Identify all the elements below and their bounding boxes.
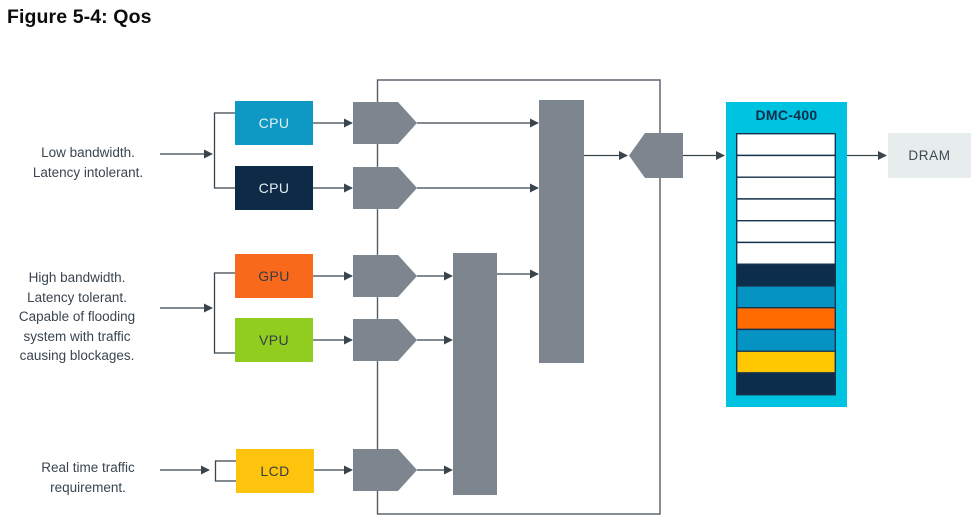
dmc-slot-blue bbox=[736, 328, 837, 352]
dmc-slot-orange bbox=[736, 307, 837, 331]
note-high-bandwidth: High bandwidth. Latency tolerant. Capabl… bbox=[18, 270, 136, 363]
dmc-slot-white bbox=[736, 198, 837, 222]
qos-arrow-gpu bbox=[353, 255, 417, 297]
qos-arrow-cpu-a bbox=[353, 102, 417, 144]
dmc-slot-navy bbox=[736, 372, 837, 396]
dmc-title: DMC-400 bbox=[755, 107, 818, 123]
dmc-slot-blue bbox=[736, 285, 837, 309]
block-lcd: LCD bbox=[236, 449, 314, 493]
dram-block: DRAM bbox=[888, 133, 971, 178]
note-real-time: Real time traffic requirement. bbox=[41, 460, 135, 495]
bracket-cpu-group bbox=[213, 112, 235, 189]
bracket-lcd-group bbox=[214, 460, 236, 482]
block-cpu-a: CPU bbox=[235, 101, 313, 145]
qos-arrow-vpu bbox=[353, 319, 417, 361]
block-vpu: VPU bbox=[235, 318, 313, 362]
note-low-bandwidth: Low bandwidth. Latency intolerant. bbox=[32, 145, 144, 180]
dmc-slot-navy bbox=[736, 263, 837, 287]
arbiter-block-1 bbox=[539, 100, 584, 363]
qos-arrow-cpu-b bbox=[353, 167, 417, 209]
dmc-slot-white bbox=[736, 176, 837, 200]
arbiter-block-2 bbox=[453, 253, 497, 495]
interconnect-loop bbox=[376, 79, 661, 515]
figure-title: Figure 5-4: Qos bbox=[7, 6, 152, 28]
dmc-slot-white bbox=[736, 219, 837, 244]
block-cpu-b: CPU bbox=[235, 166, 313, 210]
merge-arrow bbox=[629, 133, 683, 178]
bracket-gpu-vpu-group bbox=[213, 272, 235, 354]
dmc-slot-white bbox=[736, 241, 837, 265]
connector-lines bbox=[160, 112, 887, 482]
dmc-slot-yellow bbox=[736, 350, 837, 374]
dmc-slot-queue bbox=[736, 132, 837, 396]
dmc-slot-white bbox=[736, 154, 837, 178]
qos-arrow-lcd bbox=[353, 449, 417, 491]
dmc-slot-white bbox=[736, 132, 837, 157]
block-gpu: GPU bbox=[235, 254, 313, 298]
